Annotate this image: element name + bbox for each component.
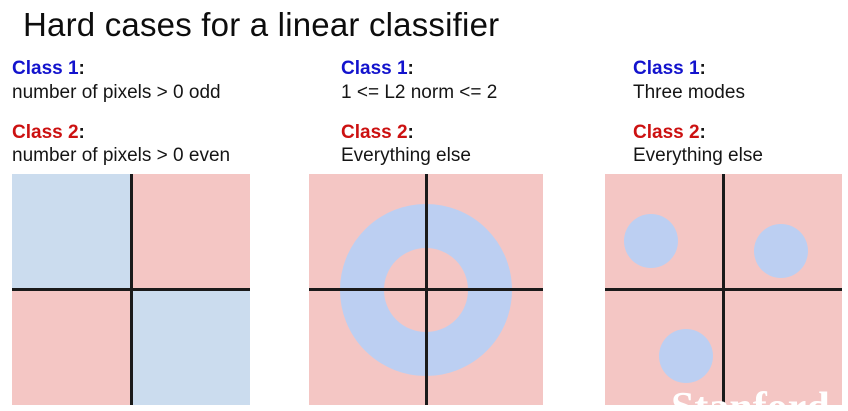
diagram-l2-annulus <box>309 174 543 405</box>
col3-class2-rule: Everything else <box>633 145 763 166</box>
colon: : <box>407 58 414 79</box>
col2-class2-heading: Class 2: <box>341 122 414 144</box>
colon: : <box>699 58 706 79</box>
col3-class1-heading: Class 1: <box>633 58 706 80</box>
quadrant-region-class2 <box>12 289 131 405</box>
class1-mode-blob <box>659 329 713 383</box>
quadrant-region-class1 <box>131 289 250 405</box>
axis-horizontal <box>309 288 543 291</box>
col3-class1-rule: Three modes <box>633 82 745 103</box>
colon: : <box>78 122 85 143</box>
class1-label: Class 1 <box>12 58 79 79</box>
colon: : <box>407 122 414 143</box>
class1-mode-blob <box>754 224 808 278</box>
axis-horizontal <box>605 288 842 291</box>
stanford-watermark: Stanford <box>671 385 830 411</box>
class2-label: Class 2 <box>12 122 79 143</box>
col2-class1-heading: Class 1: <box>341 58 414 80</box>
axis-horizontal <box>12 288 250 291</box>
col1-class1-rule: number of pixels > 0 odd <box>12 82 221 103</box>
col1-class1-heading: Class 1: <box>12 58 85 80</box>
class1-label: Class 1 <box>341 58 408 79</box>
slide-title: Hard cases for a linear classifier <box>23 6 500 43</box>
class1-mode-blob <box>624 214 678 268</box>
quadrant-region-class2 <box>131 174 250 290</box>
diagram-parity-quadrants <box>12 174 250 405</box>
col2-class2-rule: Everything else <box>341 145 471 166</box>
col2-class1-rule: 1 <= L2 norm <= 2 <box>341 82 498 103</box>
col1-class2-rule: number of pixels > 0 even <box>12 145 231 166</box>
colon: : <box>78 58 85 79</box>
colon: : <box>699 122 706 143</box>
col3-class2-heading: Class 2: <box>633 122 706 144</box>
quadrant-region-class1 <box>12 174 131 290</box>
class1-label: Class 1 <box>633 58 700 79</box>
diagram-three-modes <box>605 174 842 405</box>
class2-label: Class 2 <box>341 122 408 143</box>
class2-label: Class 2 <box>633 122 700 143</box>
col1-class2-heading: Class 2: <box>12 122 85 144</box>
